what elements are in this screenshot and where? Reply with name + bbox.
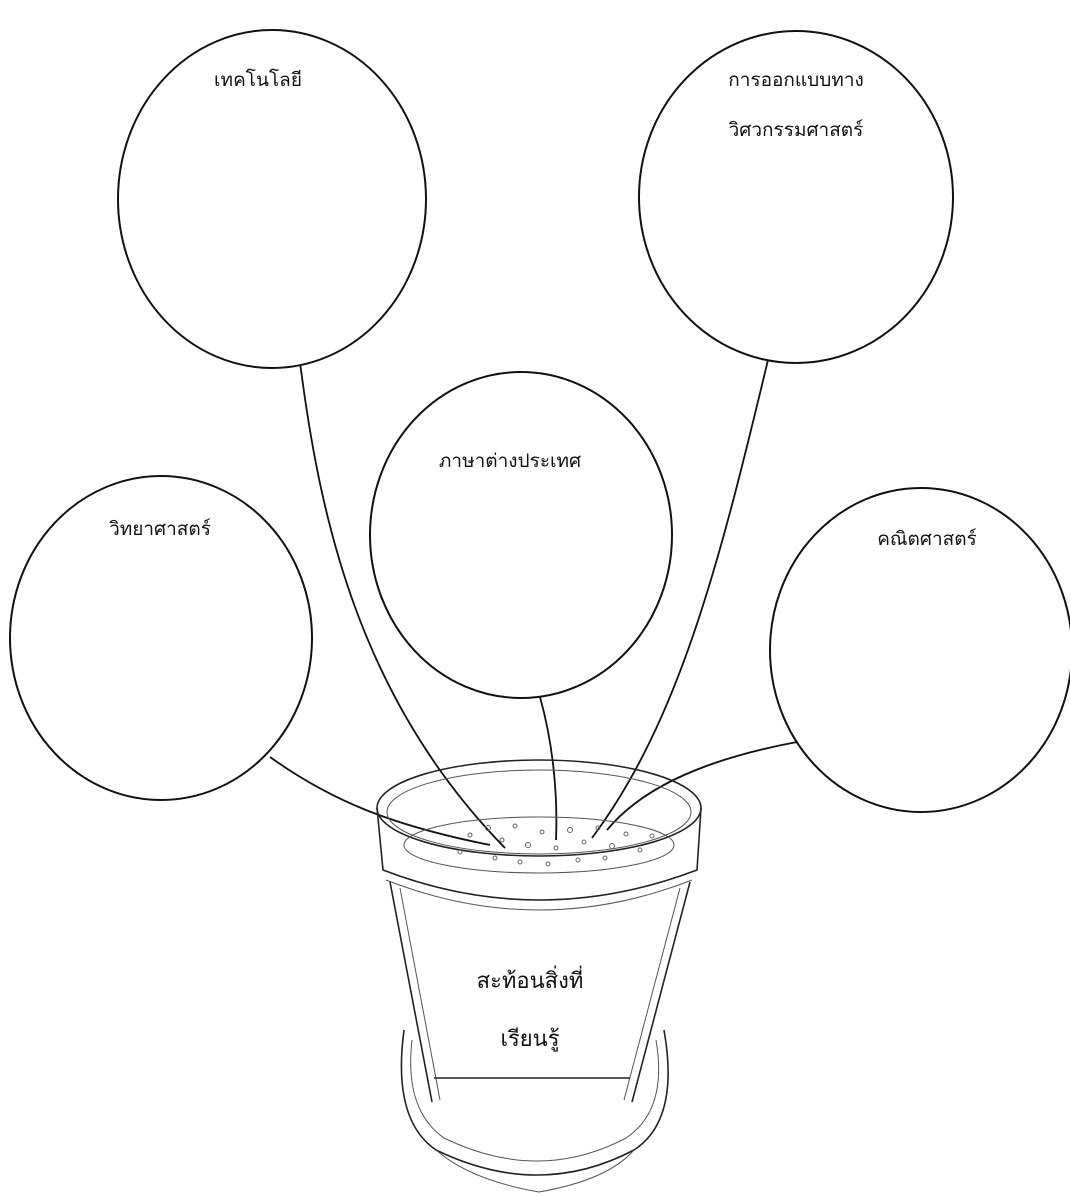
flower-pot [376, 759, 702, 1193]
stems [269, 359, 798, 849]
label-technology: เทคโนโลยี [214, 68, 302, 91]
stem-language [539, 696, 558, 841]
bubble-math [769, 487, 1070, 813]
stem-technology [299, 361, 506, 849]
soil-texture [457, 823, 655, 867]
label-engineering-line-2: วิศวกรรมศาสตร์ [728, 119, 863, 141]
label-language: ภาษาต่างประเทศ [439, 450, 581, 472]
label-engineering-line-1: การออกแบบทาง [728, 69, 864, 91]
label-science: วิทยาศาสตร์ [109, 518, 211, 540]
bubble-technology [117, 29, 427, 369]
label-math: คณิตศาสตร์ [877, 528, 977, 550]
bubble-engineering [638, 30, 954, 364]
bubble-science [9, 475, 313, 801]
stem-science [269, 756, 491, 846]
stem-math [606, 741, 798, 831]
stem-engineering [591, 359, 769, 839]
pot-label-line-2: เรียนรู้ [500, 1027, 559, 1052]
pot-label-line-1: สะท้อนสิ่งที่ [477, 965, 584, 994]
bubble-language [369, 371, 673, 699]
